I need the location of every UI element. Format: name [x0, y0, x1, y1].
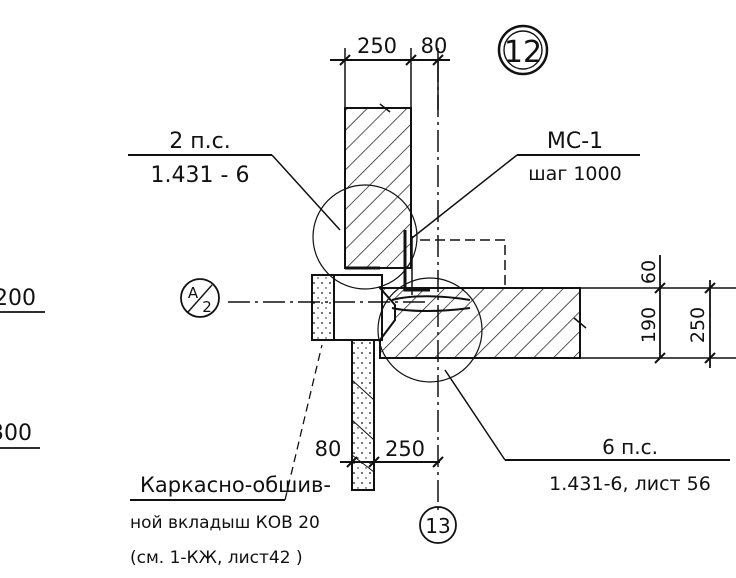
frame-insert [311, 266, 383, 341]
leader-2ps-num: 2 п.с. [169, 129, 230, 154]
axis-13: 13 [419, 60, 457, 544]
dim-250-top: 250 [357, 34, 397, 58]
dim-250-right: 250 [687, 307, 709, 343]
dim-250-bottom: 250 [385, 437, 425, 461]
insert-note: Каркасно-обшив- ной вкладыш КОВ 20 (см. … [130, 344, 331, 568]
metal-connector [391, 230, 506, 312]
floor-slab [377, 287, 587, 359]
callout-circle-top [312, 184, 418, 290]
leader-2ps: 2 п.с. 1.431 - 6 [128, 129, 341, 231]
note-line-2: ной вкладыш КОВ 20 [130, 513, 320, 533]
note-line-3: (см. 1-КЖ, лист42 ) [130, 548, 303, 568]
leader-ms1: МС-1 шаг 1000 [411, 129, 640, 239]
axis-a-number: 2 [202, 298, 212, 316]
axis-a-letter: A [188, 284, 199, 302]
detail-number-marker: 12 [497, 24, 549, 76]
leader-ms1-den: шаг 1000 [528, 163, 621, 185]
leader-6ps-num: 6 п.с. [602, 435, 658, 459]
top-dimension: 250 80 [330, 34, 450, 110]
leader-2ps-den: 1.431 - 6 [151, 163, 250, 188]
right-dimensions: 60 190 250 [580, 255, 736, 368]
dim-80-bottom: 80 [315, 437, 342, 461]
note-line-1: Каркасно-обшив- [140, 473, 331, 497]
leader-ms1-num: МС-1 [547, 129, 603, 154]
axis-13-label: 13 [425, 514, 450, 538]
callout-circle-bottom [377, 277, 483, 383]
dim-190: 190 [638, 307, 660, 343]
left-edge-labels: 200 300 [0, 286, 45, 449]
leader-6ps: 6 п.с. 1.431-6, лист 56 [444, 369, 730, 495]
leader-6ps-den: 1.431-6, лист 56 [549, 473, 711, 495]
dim-60: 60 [638, 260, 660, 284]
left-label-300: 300 [0, 421, 32, 446]
dim-80-top: 80 [421, 34, 448, 58]
axis-a2: A 2 [180, 278, 430, 318]
detail-number: 12 [504, 35, 542, 70]
lower-wall [351, 339, 375, 491]
bottom-dimensions: 80 250 [315, 437, 444, 468]
left-label-200: 200 [0, 286, 36, 311]
